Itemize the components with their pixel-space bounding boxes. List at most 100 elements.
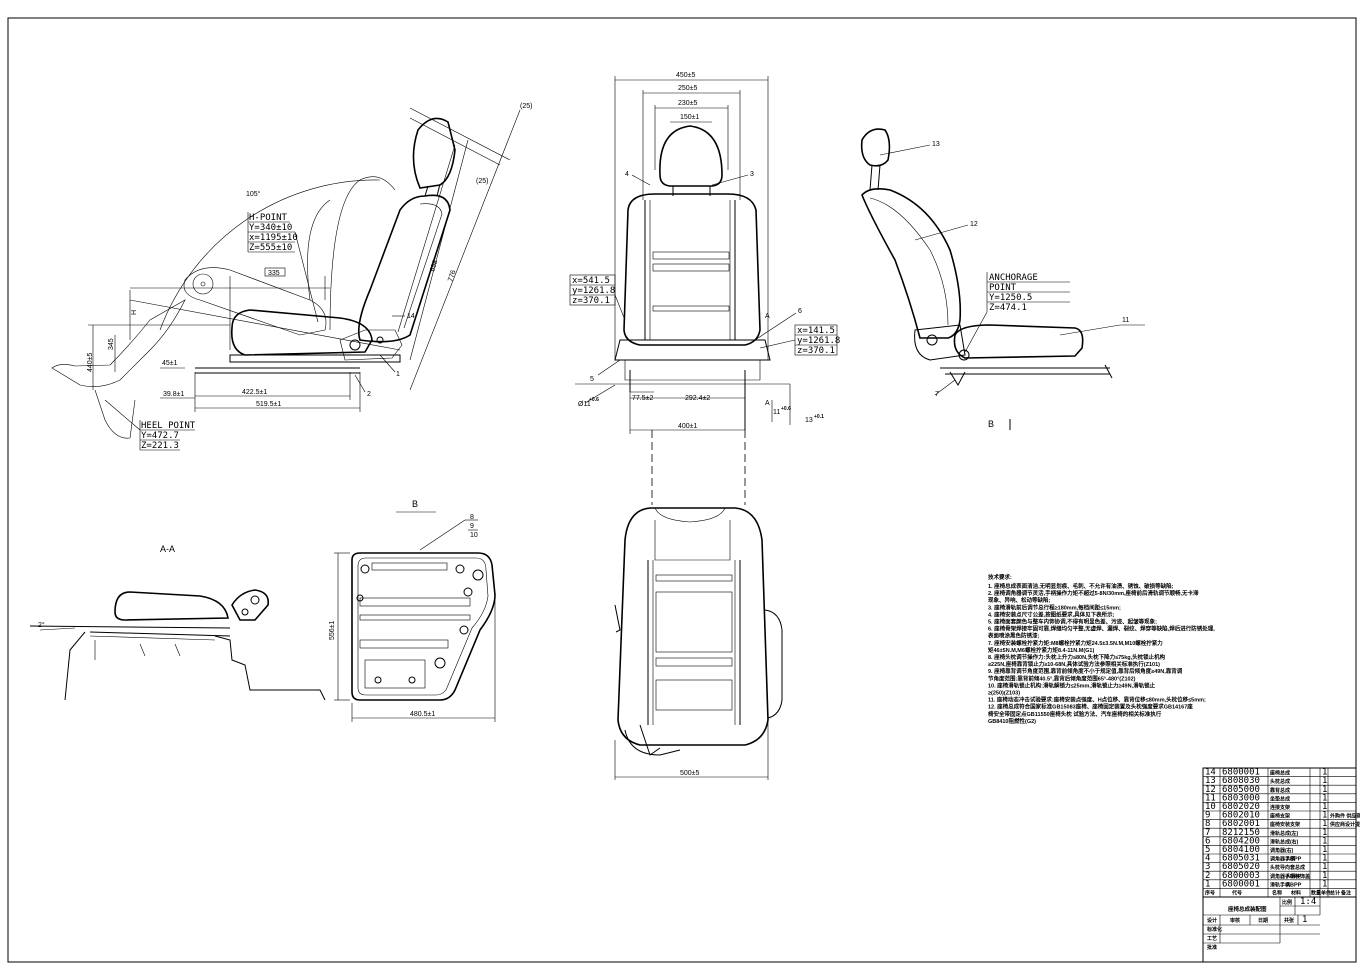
bom-row-code: 6800003: [1222, 871, 1260, 881]
heel-point-callout: HEEL POINT Y=472.7 Z=221.3: [104, 399, 196, 451]
right-backrest: [861, 188, 962, 339]
bom-row-name: 调角器手柄装饰盖: [1270, 873, 1310, 880]
balloon-3: 3: [750, 171, 754, 178]
dim-335: 335: [268, 270, 280, 277]
note-line: 7. 座椅安装螺栓拧紧力矩:M8螺栓拧紧力矩24.5±3.5N.M,M10螺栓拧…: [988, 639, 1163, 647]
bom-row-name: 坐垫总成: [1270, 795, 1290, 802]
technical-notes: 技术要求: 1. 座椅总成表面清洁,无明显划痕、毛刺、不允许有油渍、锈蚀、破损等…: [987, 573, 1215, 725]
left-anchor-callout: x=541.5 y=1261.8 z=370.1: [569, 274, 626, 321]
bottom-seat-outline: [617, 507, 769, 746]
title-block-scale: 1:4: [1300, 897, 1316, 907]
dim-345: 345: [108, 338, 115, 350]
bom-row-no: 1: [1205, 879, 1210, 889]
bom-row-qty: 1: [1322, 776, 1327, 786]
balloon-12: 12: [970, 221, 978, 228]
dim-hole-tol: +0.6: [589, 397, 599, 403]
right-anchor-x: x=141.5: [797, 326, 835, 336]
recline-angle: 105°: [246, 190, 261, 198]
bom-row-name: 座椅支架: [1269, 813, 1290, 820]
balloon-14: 14: [407, 313, 415, 320]
view-b-label: B: [988, 419, 994, 429]
title-block-approval: 批准: [1207, 944, 1217, 951]
bom-row-no: 9: [1205, 811, 1210, 821]
front-headrest: [659, 125, 723, 187]
right-anchor-z: z=370.1: [797, 346, 835, 356]
bom-row-code: 8212150: [1222, 828, 1260, 838]
note-line: 3. 座椅滑轨前后调节总行程≥180mm,每档间距≤15mm;: [988, 603, 1121, 611]
anchorage-z: Z=474.1: [989, 303, 1027, 313]
bom-row-qty: 1: [1322, 768, 1327, 778]
title-block-sheet-label: 共张: [1284, 917, 1295, 924]
bom-row-name: 滑轨总成(右): [1270, 838, 1299, 845]
note-line: 2. 座椅调角器调节灵活,手柄操作力矩不超过5-8N/30mm,座椅前后滑轨调节…: [988, 589, 1199, 597]
bom-row-code: 6800001: [1222, 879, 1260, 889]
bom-header-qty: 数量: [1311, 889, 1321, 896]
bom-row-no: 10: [1205, 802, 1216, 812]
h-point-z: Z=555±10: [249, 243, 292, 253]
dim-658: 658: [429, 259, 439, 272]
right-anchor-y: y=1261.8: [797, 336, 840, 346]
bom-row-no: 12: [1205, 785, 1216, 795]
note-line: 5. 座椅面套颜色与整车内饰协调,不得有明显色差、污迹、起皱等现象;: [988, 618, 1157, 626]
note-line: 节角度范围:靠背前倾40.5°,靠背后倾角度范围65°-480°(Z102): [988, 674, 1136, 682]
heel-point-y: Y=472.7: [141, 431, 179, 441]
note-line: 1. 座椅总成表面清洁,无明显划痕、毛刺、不允许有油渍、锈蚀、破损等缺陷;: [988, 582, 1174, 590]
title-block-date: 日期: [1258, 917, 1268, 924]
bom-row-no: 13: [1205, 776, 1216, 786]
note-line: 椅安全带固定点GB11550座椅头枕 试验方法、汽车座椅的相关标准执行: [988, 710, 1162, 718]
bom-row-no: 4: [1205, 854, 1210, 864]
bom-row-qty: 1: [1322, 836, 1327, 846]
note-line: 6. 座椅骨架焊接牢固可靠,焊缝均匀平整,无虚焊、漏焊、裂纹、焊穿等缺陷,焊后进…: [988, 625, 1215, 633]
right-headrest: [860, 128, 891, 167]
note-line: 现象、异响、松动等缺陷;: [988, 596, 1051, 604]
note-line: 11. 座椅动态冲击试验要求:座椅安装点强度、H点位移、靠背位移≤80mm,头枕…: [988, 696, 1206, 704]
bom-row-code: 6808030: [1222, 776, 1260, 786]
bom-row-qty: 1: [1322, 845, 1327, 855]
bom-row-qty: 1: [1322, 862, 1327, 872]
bom-row-code: 6805020: [1222, 862, 1260, 872]
section-recliner: [231, 589, 270, 621]
drawing-border: [7, 17, 1357, 963]
balloon-5: 5: [590, 376, 594, 383]
bom-row-material: ABPP: [1286, 857, 1302, 863]
balloon-4: 4: [625, 171, 629, 178]
note-line: 12. 座椅总成符合国家标准GB15083座椅、座椅固定装置及头枕强度要求GB1…: [988, 703, 1193, 711]
bom-row-no: 5: [1205, 845, 1210, 855]
dim-39: 39.8±1: [163, 391, 184, 398]
right-cushion: [953, 324, 1084, 359]
bom-header-single: 单件: [1321, 889, 1331, 896]
title-block-process: 工艺: [1207, 935, 1217, 942]
dim-519: 519.5±1: [256, 401, 281, 408]
bom-row-code: 6802020: [1222, 802, 1260, 812]
section-aa-label: A-A: [160, 544, 175, 554]
left-anchor-x: x=541.5: [572, 276, 610, 286]
anchorage-y: Y=1250.5: [989, 293, 1032, 303]
bom-row-qty: 1: [1322, 854, 1327, 864]
bom-row-qty: 1: [1322, 802, 1327, 812]
bom-row-code: 6802001: [1222, 819, 1260, 829]
bom-header-remark: 备注: [1340, 889, 1351, 896]
notes-heading: 技术要求:: [988, 573, 1012, 581]
side-backrest: [357, 194, 451, 343]
rail-section-view: A-A 2°: [29, 544, 326, 701]
dim-11-tol: +0.6: [781, 406, 791, 412]
side-headrest: [412, 117, 456, 189]
bom-row-name: 调角器(右): [1270, 847, 1294, 854]
dim-25-mid: (25): [476, 178, 488, 185]
dim-150: 150±1: [680, 114, 700, 121]
note-line: 矩46±5N.M,M6螺栓拧紧力矩8.4-11N.M(G1): [988, 646, 1094, 654]
bom-row-no: 14: [1205, 768, 1216, 778]
balloon-13: 13: [932, 141, 940, 148]
bom-row-no: 6: [1205, 836, 1210, 846]
h-point-x: x=1195±10: [249, 233, 298, 243]
bom-row-qty: 1: [1322, 871, 1327, 881]
side-cushion: [230, 309, 373, 356]
dim-292: 292.4±2: [685, 395, 710, 402]
dim-450: 450±5: [676, 72, 696, 79]
bom-row-code: 6804100: [1222, 845, 1260, 855]
dim-45: 45±1: [162, 360, 178, 367]
note-line: 4. 座椅安装点尺寸公差,按图纸要求,具体见下表所示;: [988, 610, 1115, 618]
bottom-width: 500±5: [680, 770, 700, 777]
